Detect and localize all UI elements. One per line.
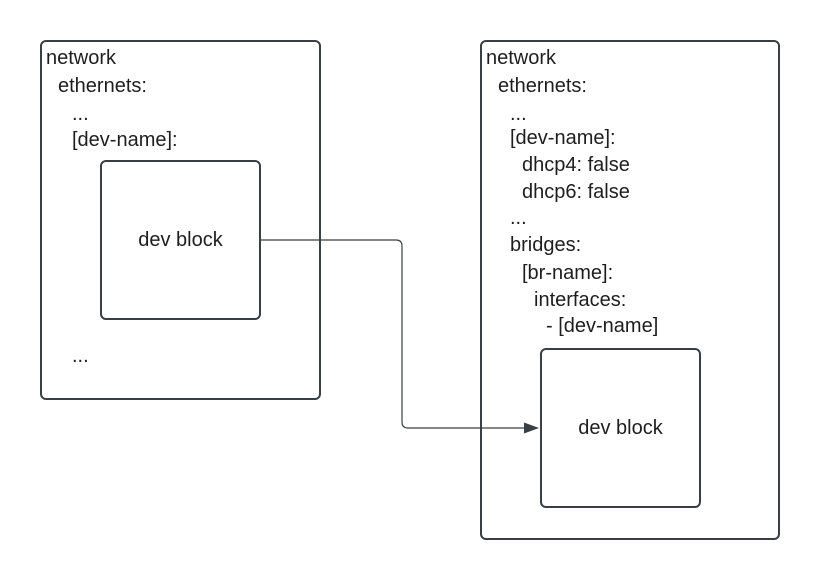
right-ellipsis-1: ... [510,103,527,125]
left-dev-name-label: [dev-name]: [72,129,178,151]
right-interfaces-label: interfaces: [534,289,627,311]
right-dhcp6-label: dhcp6: false [522,181,630,203]
right-dev-block-label: dev block [578,416,663,439]
left-network-label: network [46,47,117,69]
left-dev-block: dev block [100,160,261,320]
left-dev-block-label: dev block [138,228,223,251]
right-br-name-label: [br-name]: [522,262,614,284]
right-dev-name-label: [dev-name]: [510,127,616,149]
left-ellipsis-top: ... [72,103,89,125]
right-ethernets-label: ethernets: [498,75,587,97]
right-ellipsis-2: ... [510,207,527,229]
right-dhcp4-label: dhcp4: false [522,154,630,176]
right-dev-name-item: - [dev-name] [546,315,659,337]
left-ethernets-label: ethernets: [58,75,147,97]
right-network-label: network [486,47,557,69]
right-dev-block: dev block [540,348,701,508]
left-ellipsis-bottom: ... [72,345,89,367]
right-bridges-label: bridges: [510,234,582,256]
